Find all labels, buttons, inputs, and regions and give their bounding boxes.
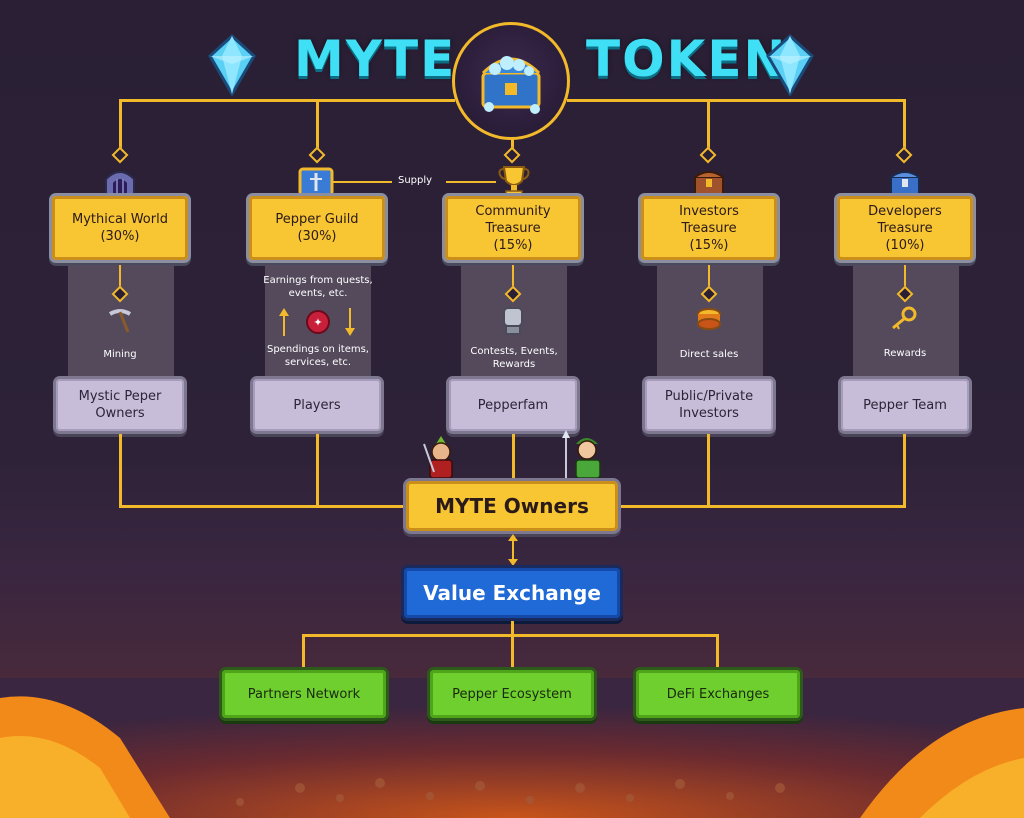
- allocation-percent: (30%): [100, 229, 140, 244]
- connector-col4: [707, 99, 710, 157]
- flow-caption: Contests, Events, Rewards: [470, 346, 558, 370]
- connector-col1: [119, 99, 122, 157]
- connector-diamond: [895, 146, 913, 164]
- gauntlet-icon: [503, 307, 523, 335]
- supply-line-left: [330, 181, 392, 183]
- connector-col5: [903, 99, 906, 157]
- connector-bottom-col5: [903, 434, 906, 508]
- connector-bottom-col1: [119, 434, 122, 508]
- elf-character-icon: [562, 430, 601, 479]
- recipient-players: Players: [253, 379, 381, 431]
- recipient-label: Players: [293, 397, 341, 413]
- allocation-name: Community Treasure: [475, 203, 551, 236]
- recipient-mystic-peper-owners: Mystic Peper Owners: [56, 379, 184, 431]
- flow-caption: Spendings on items, services, etc.: [266, 344, 369, 368]
- gem-icon-left: [208, 34, 256, 96]
- connector-bottom-col2: [316, 434, 319, 508]
- allocation-percent: (15%): [493, 237, 533, 253]
- flow-line: [119, 265, 121, 287]
- allocation-community-treasure: Community Treasure(15%): [445, 196, 581, 260]
- connector-bottom-col4: [707, 434, 710, 508]
- warrior-character-icon: [423, 436, 453, 479]
- destination-label: Pepper Ecosystem: [452, 686, 572, 702]
- connector-col2: [316, 99, 319, 157]
- supply-line-right: [446, 181, 496, 183]
- keys-icon: [892, 306, 917, 330]
- allocation-percent: (30%): [297, 229, 337, 244]
- destination-partners-network: Partners Network: [222, 670, 386, 718]
- connector-dest1: [302, 634, 305, 670]
- arrow-up-icon: [279, 308, 289, 336]
- guild-coin-icon: ✦: [306, 310, 330, 334]
- destination-pepper-ecosystem: Pepper Ecosystem: [430, 670, 594, 718]
- value-exchange-box: Value Exchange: [404, 568, 620, 618]
- flow-caption: Mining: [103, 349, 137, 360]
- flow-panel: [68, 265, 174, 377]
- dungeon-gate-icon: [105, 171, 135, 198]
- supply-label: Supply: [398, 175, 433, 186]
- flow-caption: Rewards: [883, 348, 927, 359]
- trophy-icon: [498, 166, 530, 197]
- flow-line: [904, 265, 906, 287]
- gem-icon-right: [766, 34, 814, 96]
- connector-diamond: [699, 146, 717, 164]
- arrow-down-icon: [345, 308, 355, 336]
- recipient-investors: Public/Private Investors: [645, 379, 773, 431]
- connector-top-right: [567, 99, 906, 102]
- guild-shield-icon: [298, 167, 334, 197]
- owners-label: MYTE Owners: [435, 494, 589, 518]
- allocation-developers-treasure: Developers Treasure(10%): [837, 196, 973, 260]
- connector-bottom-left: [119, 505, 409, 508]
- blue-chest-icon: [890, 171, 920, 196]
- chest-icon: [694, 171, 724, 196]
- flow-line: [512, 265, 514, 287]
- double-arrow-icon: [508, 534, 518, 566]
- allocation-percent: (10%): [885, 237, 925, 253]
- exchange-label: Value Exchange: [423, 581, 601, 605]
- destination-label: Partners Network: [247, 686, 361, 702]
- flow-caption: Direct sales: [679, 349, 739, 360]
- recipient-label: Mystic Peper Owners: [78, 389, 162, 421]
- pickaxe-icon: [108, 309, 132, 333]
- destination-defi-exchanges: DeFi Exchanges: [636, 670, 800, 718]
- connector-bottom-col3: [512, 434, 515, 482]
- allocation-name: Mythical World: [72, 212, 168, 227]
- connector-diamond: [503, 146, 521, 164]
- flow-panel: [853, 265, 959, 377]
- allocation-pepper-guild: Pepper Guild (30%): [249, 196, 385, 260]
- connector-destinations: [302, 634, 718, 637]
- title-myte: MYTE: [294, 30, 457, 88]
- connector-bottom-right: [615, 505, 906, 508]
- title-token: TOKEN: [586, 30, 788, 88]
- destination-label: DeFi Exchanges: [666, 686, 770, 702]
- recipient-pepperfam: Pepperfam: [449, 379, 577, 431]
- connector-dest3: [716, 634, 719, 670]
- allocation-name: Pepper Guild: [275, 212, 359, 227]
- recipient-label: Pepper Team: [863, 397, 947, 413]
- recipient-label: Pepperfam: [477, 397, 549, 413]
- connector-diamond: [308, 146, 326, 164]
- coin-stack-icon: [697, 308, 721, 330]
- connector-exchange-down: [511, 621, 514, 636]
- allocation-percent: (15%): [689, 237, 729, 253]
- allocation-investors-treasure: Investors Treasure(15%): [641, 196, 777, 260]
- allocation-mythical-world: Mythical World (30%): [52, 196, 188, 260]
- connector-diamond: [111, 146, 129, 164]
- myte-owners-box: MYTE Owners: [406, 481, 618, 531]
- recipient-label: Public/Private Investors: [664, 389, 754, 421]
- svg-text:✦: ✦: [313, 316, 322, 329]
- allocation-name: Developers Treasure: [868, 203, 942, 236]
- treasure-chest-icon: [452, 22, 570, 140]
- flow-caption-top: Earnings from quests, events, etc.: [263, 275, 373, 299]
- connector-top-left: [120, 99, 455, 102]
- flow-line: [708, 265, 710, 287]
- recipient-pepper-team: Pepper Team: [841, 379, 969, 431]
- allocation-name: Investors Treasure: [679, 203, 739, 236]
- connector-dest2: [511, 634, 514, 670]
